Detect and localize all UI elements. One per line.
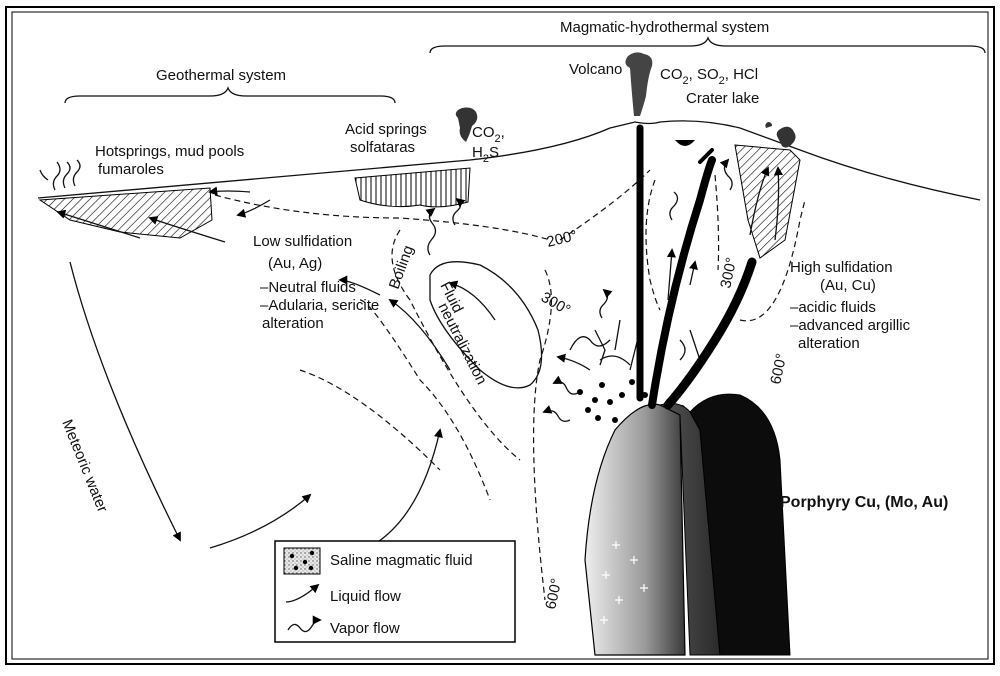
meteoric-water-label: Meteoric water	[58, 417, 111, 515]
high-note-3: alteration	[798, 335, 860, 352]
isotherm-200-label: 200°	[545, 227, 579, 251]
boiling-label: Boiling	[386, 243, 417, 291]
high-note-1: –acidic fluids	[790, 299, 876, 316]
isotherm-300-right-label: 300°	[717, 256, 740, 290]
isotherm-300-label: 300°	[538, 289, 573, 319]
low-sulfidation-label: Low sulfidation	[253, 233, 352, 250]
hotsprings-label-1: Hotsprings, mud pools	[95, 143, 244, 160]
conduit-2	[652, 160, 712, 405]
isotherm-300-right	[646, 180, 660, 310]
legend-saline-swatch	[284, 548, 320, 574]
isotherm-600-right-label: 600°	[767, 352, 790, 386]
porphyry-label: Porphyry Cu, (Mo, Au)	[780, 494, 948, 511]
legend-liquid-label: Liquid flow	[330, 588, 401, 605]
legend-vapor-label: Vapor flow	[330, 620, 400, 637]
low-note-1: –Neutral fluids	[260, 279, 356, 296]
geothermal-system-title: Geothermal system	[156, 67, 286, 84]
isotherm-600-left	[534, 270, 552, 600]
acid-springs-label-2: solfataras	[350, 139, 415, 156]
acid-gases-line2: H2S	[472, 144, 499, 165]
crater-lake-label: Crater lake	[686, 90, 759, 107]
high-sulfidation-label: High sulfidation	[790, 259, 893, 276]
volcano-label: Volcano	[569, 61, 622, 78]
acid-springs-label-1: Acid springs	[345, 121, 427, 138]
intrusion-left	[585, 404, 685, 655]
high-sulfidation-zone	[735, 145, 800, 258]
geothermal-brace	[65, 88, 395, 103]
acid-gases-line1: CO2,	[472, 124, 505, 145]
ground-surface	[38, 121, 980, 200]
hotsprings-label-2: fumaroles	[98, 161, 164, 178]
acid-spring-zone	[355, 168, 470, 207]
volcano-plume-icon	[625, 52, 652, 116]
hotspring-vents	[40, 160, 80, 190]
isotherm-600-left-label: 600°	[542, 577, 565, 611]
legend: Saline magmatic fluid Liquid flow Vapor …	[275, 541, 515, 642]
high-sulfidation-metals: (Au, Cu)	[820, 277, 876, 294]
crater-lake-icon	[675, 140, 695, 146]
volcano-gases-label: CO2, SO2, HCl	[660, 66, 758, 87]
neutralization-label: neutralization	[434, 300, 490, 387]
magmatic-brace	[430, 38, 985, 53]
low-note-3: alteration	[262, 315, 324, 332]
conduit-3	[668, 262, 752, 405]
low-note-2: –Adularia, sericite	[260, 297, 379, 314]
right-plume-icon	[777, 127, 796, 148]
vein-network	[570, 320, 700, 370]
low-sulfidation-metals: (Au, Ag)	[268, 255, 322, 272]
isotherm-lower	[360, 300, 490, 500]
high-note-2: –advanced argillic	[790, 317, 911, 334]
magmatic-system-title: Magmatic-hydrothermal system	[560, 19, 769, 36]
legend-saline-label: Saline magmatic fluid	[330, 552, 473, 569]
